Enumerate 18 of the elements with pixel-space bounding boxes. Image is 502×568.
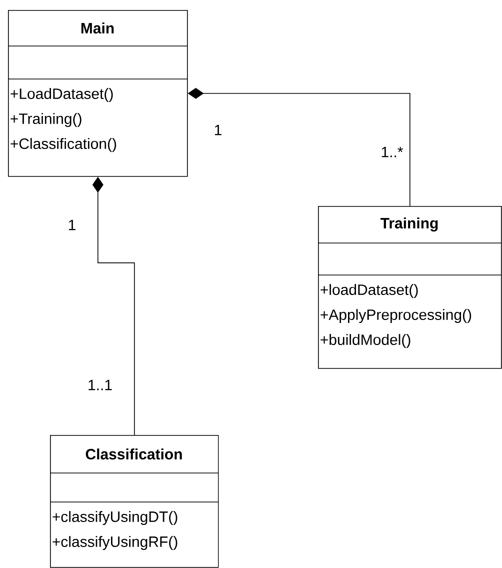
method-text: +loadDataset() [320,284,418,298]
multiplicity-label: 1..1 [88,380,112,390]
class-name: Training [380,217,438,232]
method-text: +ApplyPreprocessing() [320,309,472,323]
multiplicity-label: 1..* [382,146,404,158]
method-text: +classifyUsingRF() [52,536,178,550]
class-box [8,10,188,177]
method-text: +Training() [10,113,82,127]
multiplicity-label: 1 [214,124,222,136]
method-text: +Classification() [10,138,116,152]
class-name: Main [81,22,114,34]
method-text: +buildModel() [320,334,410,348]
class-box [318,206,502,369]
multiplicity-label: 1 [68,220,76,230]
class-box [50,435,219,568]
method-text: +LoadDataset() [10,88,113,102]
method-text: +classifyUsingDT() [52,511,178,525]
class-name: Classification [86,448,182,460]
